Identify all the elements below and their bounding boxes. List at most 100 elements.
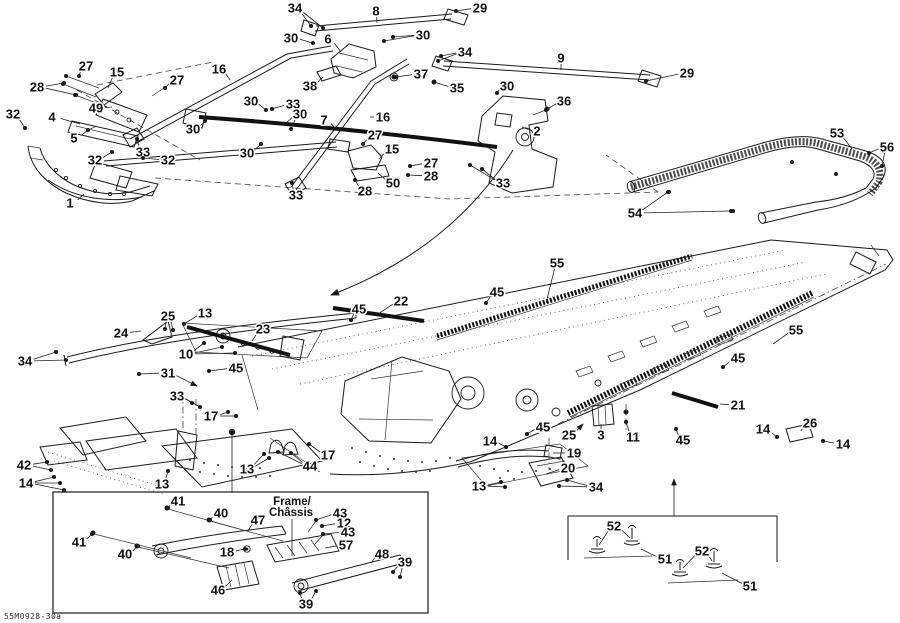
callout-41: 41 — [72, 535, 86, 550]
callout-54: 54 — [628, 206, 643, 221]
fastener-dot — [349, 318, 353, 322]
fastener-dot — [499, 480, 503, 484]
callout-34: 34 — [458, 45, 473, 60]
rear-bumper — [626, 136, 886, 224]
callout-12: 12 — [337, 516, 351, 531]
callout-34: 34 — [288, 1, 303, 16]
fastener-dot — [298, 591, 302, 595]
callout-52: 52 — [607, 519, 621, 534]
leader-line — [225, 72, 231, 81]
leader-line — [308, 443, 321, 453]
leader-line — [34, 476, 55, 483]
fastener-dot — [504, 445, 508, 449]
leader-line — [251, 333, 258, 342]
callout-29: 29 — [473, 1, 487, 16]
callout-17: 17 — [204, 409, 218, 424]
callout-14: 14 — [19, 476, 34, 491]
leader-line — [377, 172, 386, 180]
phantom-outline — [76, 61, 659, 200]
fastener-dot — [480, 167, 484, 171]
callout-13: 13 — [198, 306, 212, 321]
fastener-dot — [398, 575, 402, 579]
callout-4: 4 — [48, 110, 56, 125]
leader-line — [277, 451, 302, 464]
fastener-dot — [314, 589, 318, 593]
callout-53: 53 — [830, 126, 844, 141]
fastener-dot — [135, 137, 139, 141]
leader-line — [558, 485, 588, 488]
callout-27: 27 — [424, 156, 438, 171]
callout-48: 48 — [375, 547, 389, 562]
callout-35: 35 — [450, 81, 464, 96]
fastener-dot — [408, 164, 412, 168]
fastener-dot — [666, 190, 670, 194]
callout-37: 37 — [414, 67, 428, 82]
callout-30: 30 — [186, 122, 200, 137]
leader-line — [640, 548, 657, 558]
fastener-dot — [525, 432, 529, 436]
callout-16: 16 — [212, 62, 226, 77]
callout-40: 40 — [118, 547, 132, 562]
callout-49: 49 — [89, 101, 103, 116]
leader-line — [566, 479, 588, 486]
callout-43: 43 — [333, 506, 347, 521]
callout-45: 45 — [676, 433, 690, 448]
fastener-dot — [49, 468, 53, 472]
fastener-dot — [276, 450, 280, 454]
leader-line — [299, 38, 314, 44]
inset-frame-label-line1: Frame/ — [273, 496, 312, 508]
leader-line — [330, 123, 338, 131]
callout-45: 45 — [352, 302, 366, 317]
leader-line — [208, 368, 228, 372]
leader-line — [225, 579, 233, 587]
fastener-dot — [321, 532, 325, 536]
fastener-dot — [198, 405, 202, 409]
leader-line — [487, 485, 506, 488]
callout-32: 32 — [161, 153, 175, 168]
fastener-dot — [136, 544, 140, 548]
callout-41: 41 — [171, 494, 185, 509]
inset-rivets-box — [567, 478, 778, 584]
fastener-dot — [220, 345, 224, 349]
leader-line — [271, 105, 285, 110]
callout-28: 28 — [30, 80, 44, 95]
fastener-dot — [394, 75, 398, 79]
fastener-dot — [262, 452, 266, 456]
callout-23: 23 — [256, 322, 270, 337]
callout-33: 33 — [286, 97, 300, 112]
callout-47: 47 — [251, 513, 265, 528]
inset-frame-box: Frame/ Châssis — [52, 491, 429, 614]
leader-line — [247, 524, 253, 532]
footwell-dots — [351, 447, 451, 473]
leader-line — [455, 8, 472, 12]
leader-line — [719, 403, 730, 406]
fastener-dot — [468, 163, 472, 167]
inset-reference-dot — [228, 428, 236, 436]
leader-line — [409, 163, 423, 167]
leader-line — [45, 82, 65, 87]
fastener-dot — [821, 439, 825, 443]
fastener-dot — [74, 93, 78, 97]
fastener-dot — [721, 365, 725, 369]
callout-17: 17 — [321, 448, 335, 463]
leader-line — [77, 193, 85, 201]
callout-25: 25 — [161, 309, 175, 324]
callout-30: 30 — [240, 146, 254, 161]
leader-line — [32, 461, 48, 465]
fastener-dot — [320, 524, 324, 528]
callout-55: 55 — [789, 323, 803, 338]
fastener-dot — [166, 506, 170, 510]
leader-line — [33, 359, 67, 362]
fastener-dot — [314, 518, 318, 522]
callout-32: 32 — [88, 153, 102, 168]
leader-line — [575, 423, 584, 432]
leader-line — [176, 375, 198, 387]
leader-line — [392, 35, 415, 38]
front-suspension — [39, 312, 574, 496]
callout-14: 14 — [756, 422, 771, 437]
callout-2: 2 — [533, 124, 540, 139]
leader-line — [383, 35, 415, 42]
fastener-dot — [439, 54, 443, 58]
